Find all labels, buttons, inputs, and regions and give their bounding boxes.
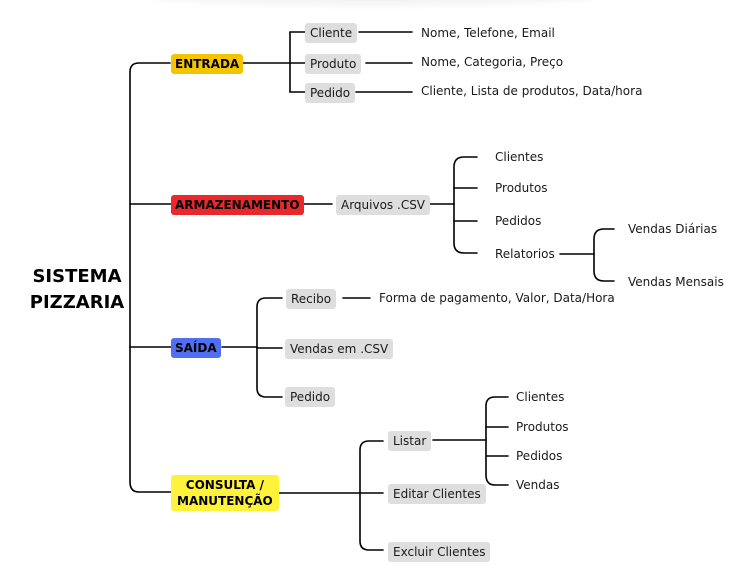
consulta-line2: MANUTENÇÃO (177, 494, 273, 508)
recibo-detail: Forma de pagamento, Valor, Data/Hora (379, 291, 615, 305)
report-vendas-diarias: Vendas Diárias (628, 222, 718, 236)
produto-node: Produto (305, 54, 362, 74)
produto-detail: Nome, Categoria, Preço (421, 55, 564, 69)
file-pedidos: Pedidos (495, 214, 542, 228)
root-trunk-line (129, 62, 172, 493)
listar-pedidos: Pedidos (516, 449, 563, 463)
root-title-line2: PIZZARIA (29, 292, 125, 313)
listar-vendas: Vendas (516, 478, 560, 492)
consulta-node: CONSULTA / MANUTENÇÃO (171, 475, 279, 511)
listar-produtos: Produtos (516, 420, 569, 434)
consulta-line1: CONSULTA / (185, 478, 264, 492)
arquivos-csv-node: Arquivos .CSV (336, 195, 431, 215)
vendas-csv-node: Vendas em .CSV (285, 339, 394, 359)
file-produtos: Produtos (495, 181, 548, 195)
saida-pedido-node: Pedido (285, 387, 336, 407)
editar-clientes-node: Editar Clientes (388, 484, 486, 504)
listar-clientes: Clientes (516, 390, 565, 404)
cliente-node: Cliente (305, 23, 358, 43)
cliente-detail: Nome, Telefone, Email (421, 26, 555, 40)
listar-items-bracket-line (485, 396, 509, 486)
reports-bracket-line (593, 228, 615, 282)
pedido-detail: Cliente, Lista de produtos, Data/hora (421, 84, 643, 98)
entrada-node: ENTRADA (171, 54, 244, 74)
saida-node: SAÍDA (171, 338, 221, 358)
pedido-node: Pedido (305, 83, 356, 103)
listar-node: Listar (388, 431, 432, 451)
armazenamento-node: ARMAZENAMENTO (171, 195, 304, 215)
file-relatorios: Relatorios (495, 247, 555, 261)
root-title: SISTEMA PIZZARIA (24, 264, 130, 316)
recibo-node: Recibo (286, 289, 337, 309)
consulta-bracket-line (359, 440, 384, 551)
files-bracket-line (453, 156, 478, 254)
top-shadow (150, 0, 600, 4)
report-vendas-mensais: Vendas Mensais (628, 275, 724, 289)
file-clientes: Clientes (495, 150, 544, 164)
root-title-line1: SISTEMA (32, 266, 122, 287)
excluir-clientes-node: Excluir Clientes (388, 542, 491, 562)
